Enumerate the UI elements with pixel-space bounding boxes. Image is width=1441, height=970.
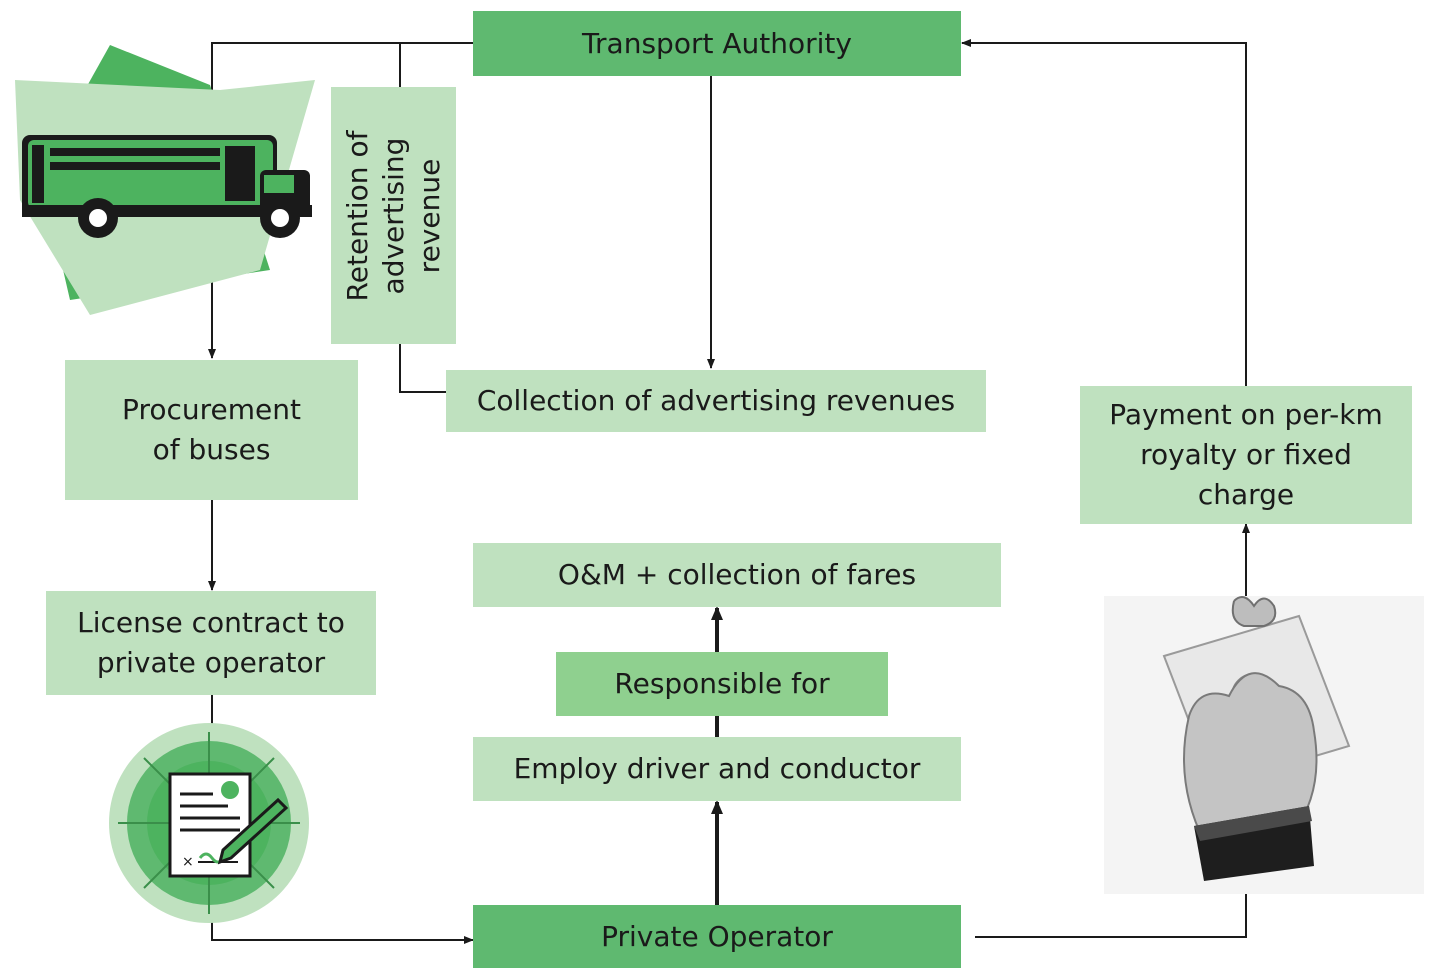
school-bus-icon [15, 45, 315, 315]
employ-box: Employ driver and conductor [473, 737, 961, 801]
svg-text:×: × [182, 854, 194, 870]
private-operator-box: Private Operator [473, 905, 961, 968]
om-fares-box: O&M + collection of fares [473, 543, 1001, 607]
payment-box: Payment on per-km royalty or fixed charg… [1080, 386, 1412, 524]
collection-advertising-box: Collection of advertising revenues [446, 370, 986, 432]
retention-label: Retention of advertising revenue [340, 130, 446, 301]
hand-holding-money-icon [1104, 596, 1424, 894]
retention-box: Retention of advertising revenue [331, 87, 456, 344]
payment-to-ta-arrow [961, 39, 1247, 386]
license-contract-box: License contract to private operator [46, 591, 376, 695]
transport-authority-box: Transport Authority [473, 11, 961, 76]
procurement-box: Procurement of buses [65, 360, 358, 500]
responsible-for-box: Responsible for [556, 652, 888, 716]
signed-contract-icon: × [109, 723, 309, 923]
